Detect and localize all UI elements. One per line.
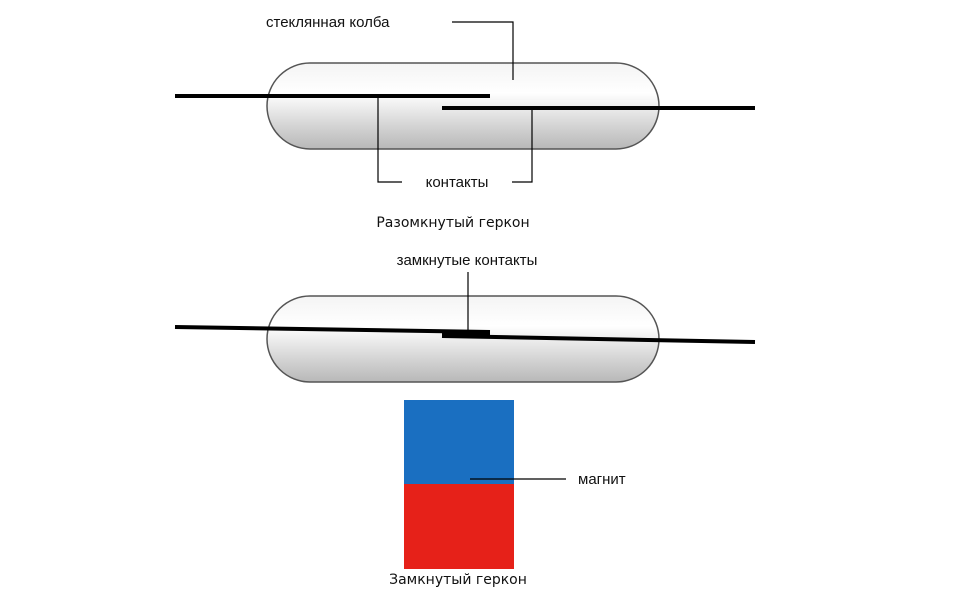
contacts-leader-right	[512, 108, 533, 183]
magnet-north-pole	[404, 400, 514, 484]
open-reed-switch-caption: Разомкнутый геркон	[376, 215, 529, 231]
magnet-label: магнит	[578, 471, 626, 488]
contacts-leader-left	[377, 96, 402, 183]
right-contact-wire-closed	[441, 334, 756, 344]
closed-contacts-label: замкнутые контакты	[397, 252, 538, 269]
closed-reed-switch: замкнутые контакты магнит Замкнутый герк…	[174, 252, 756, 588]
closed-reed-switch-caption: Замкнутый геркон	[389, 572, 527, 588]
magnet-south-pole	[404, 484, 514, 569]
glass-bulb-label: стеклянная колба	[266, 14, 390, 31]
left-contact-wire-closed	[174, 325, 491, 334]
contact-overlap	[442, 330, 490, 337]
open-reed-switch: стеклянная колба контакты Разомкнутый ге…	[175, 14, 755, 231]
glass-bulb-leader-line	[452, 21, 514, 80]
contacts-label: контакты	[426, 174, 489, 191]
